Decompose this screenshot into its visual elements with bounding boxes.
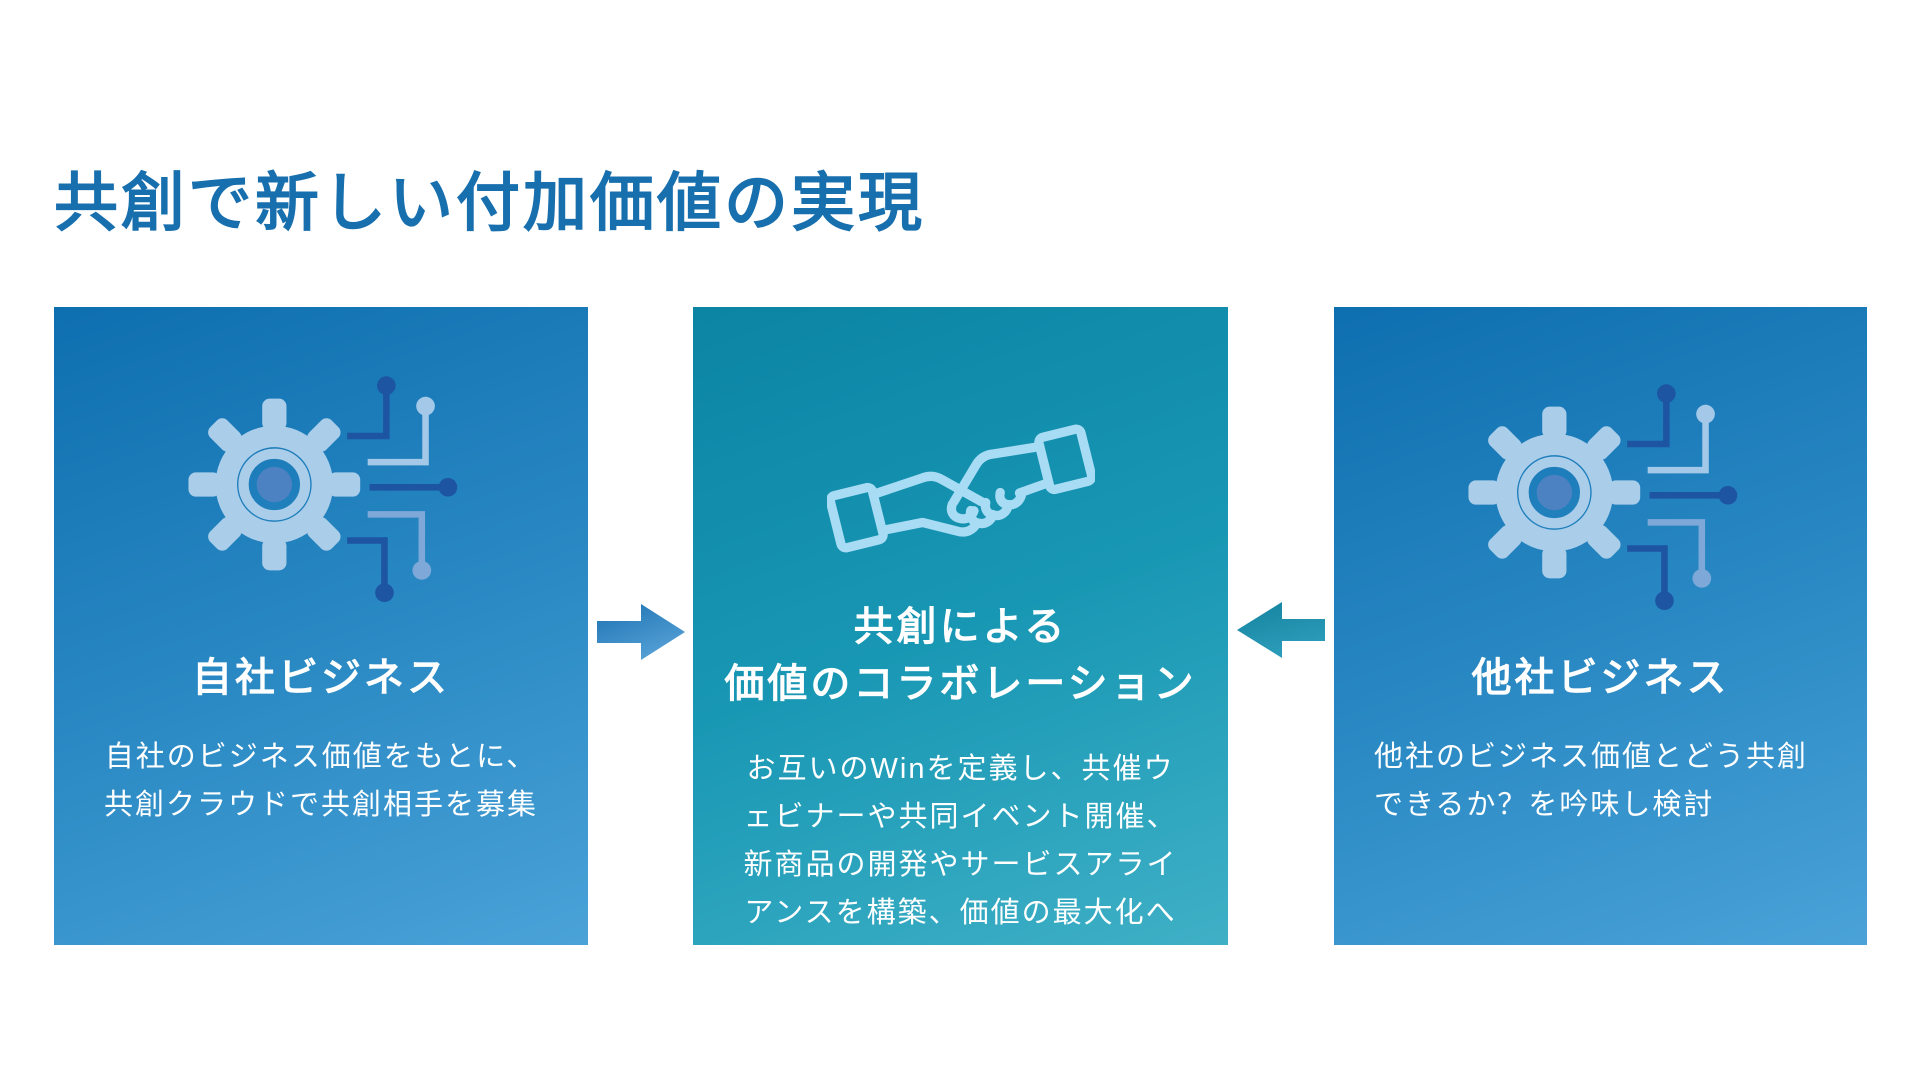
gear-circuit-icon [181, 363, 461, 611]
handshake-icon [825, 411, 1096, 571]
card-body: お互いのWinを定義し、共催ウ ェビナーや共同イベント開催、 新商品の開発やサー… [743, 753, 1178, 929]
page-title: 共創で新しい付加価値の実現 [54, 166, 925, 239]
card-other-business: 他社ビジネス 他社のビジネス価値とどう共創 できるか？を吟味し検討 [1334, 307, 1867, 945]
card-heading: 共創による 価値のコラボレーション [724, 605, 1197, 706]
card-body: 自社のビジネス価値をもとに、 共創クラウドで共創相手を募集 [103, 741, 538, 821]
card-body: 他社のビジネス価値とどう共創 できるか？を吟味し検討 [1374, 741, 1809, 821]
card-co-creation: 共創による 価値のコラボレーション お互いのWinを定義し、共催ウ ェビナーや共… [693, 307, 1228, 945]
gear-circuit-icon [1461, 371, 1741, 619]
card-own-business: 自社ビジネス 自社のビジネス価値をもとに、 共創クラウドで共創相手を募集 [54, 307, 588, 945]
card-heading: 自社ビジネス [192, 656, 450, 700]
arrow-left-icon [1237, 600, 1325, 660]
arrow-right-icon [597, 604, 685, 660]
card-heading: 他社ビジネス [1471, 656, 1730, 700]
